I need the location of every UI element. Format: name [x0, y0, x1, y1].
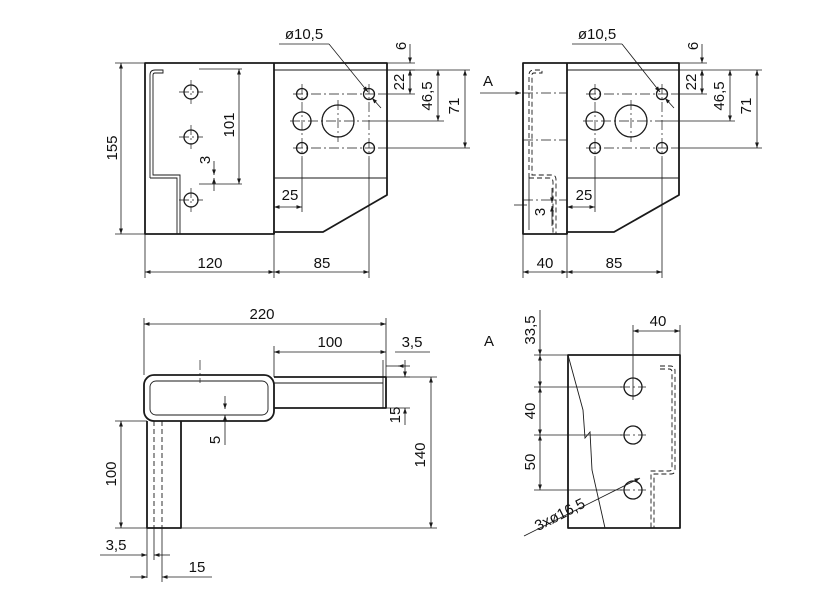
dim-3-5-bottom: 3,5: [106, 537, 127, 554]
dim-33-5: 33,5: [522, 315, 539, 344]
dim-3-5-top: 3,5: [402, 334, 423, 351]
view-a-outline: [567, 354, 681, 529]
dim-6: 6: [393, 42, 410, 50]
dim-hole-callout: 3xø16,5: [532, 495, 588, 535]
side-view-hidden-profile: [528, 69, 557, 234]
dim-100-leg: 100: [103, 461, 120, 486]
dim-46-5: 46,5: [419, 81, 436, 110]
dim-3-side: 3: [532, 208, 549, 216]
dim-71: 71: [446, 98, 463, 115]
view-a: A 40 33,5 40 50 3x: [484, 310, 681, 537]
front-view-left-holes: [179, 80, 203, 212]
side-view-holes: [583, 84, 671, 158]
dim-85-side: 85: [606, 255, 623, 272]
dim-15-top: 15: [387, 407, 404, 424]
front-view-outline: [144, 62, 388, 235]
dim-22-side: 22: [683, 74, 700, 91]
dim-155: 155: [104, 135, 121, 160]
dim-25-side: 25: [576, 187, 593, 204]
dim-22: 22: [391, 74, 408, 91]
dim-101: 101: [221, 112, 238, 137]
dim-40-pitch: 40: [522, 403, 539, 420]
dim-15-bottom: 15: [189, 559, 206, 576]
dim-50-pitch: 50: [522, 454, 539, 471]
dim-40-side: 40: [537, 255, 554, 272]
side-view: A 40 85: [480, 26, 762, 278]
dim-140: 140: [412, 442, 429, 467]
dim-3: 3: [197, 156, 214, 164]
top-view-tube-inner: [149, 380, 269, 416]
view-label-a: A: [484, 333, 494, 350]
dim-hole-dia-side: ø10,5: [578, 26, 616, 43]
dim-85: 85: [314, 255, 331, 272]
dim-25: 25: [282, 187, 299, 204]
front-view-right-holes: [290, 84, 378, 158]
dim-6-side: 6: [685, 42, 702, 50]
top-view-arm: [274, 376, 387, 409]
view-a-hidden-profile: [650, 365, 676, 528]
dim-220: 220: [249, 306, 274, 323]
top-view-leg: [146, 421, 182, 529]
top-view: 220 100 3,5 15 5 140 100 3,: [100, 306, 437, 582]
dim-40-width: 40: [650, 313, 667, 330]
view-a-holes: [620, 377, 646, 500]
side-view-outline: [522, 62, 680, 235]
view-marker-a: A: [483, 73, 493, 90]
front-view-inner-profile: [149, 69, 181, 234]
dim-71-side: 71: [738, 98, 755, 115]
dim-5: 5: [207, 436, 224, 444]
dim-100-arm: 100: [317, 334, 342, 351]
top-view-tube-outer: [143, 374, 275, 422]
dim-120: 120: [197, 255, 222, 272]
dim-hole-dia: ø10,5: [285, 26, 323, 43]
dim-46-5-side: 46,5: [711, 81, 728, 110]
front-view: 155 101 3 120 85 25 ø10,5 6: [104, 26, 470, 278]
